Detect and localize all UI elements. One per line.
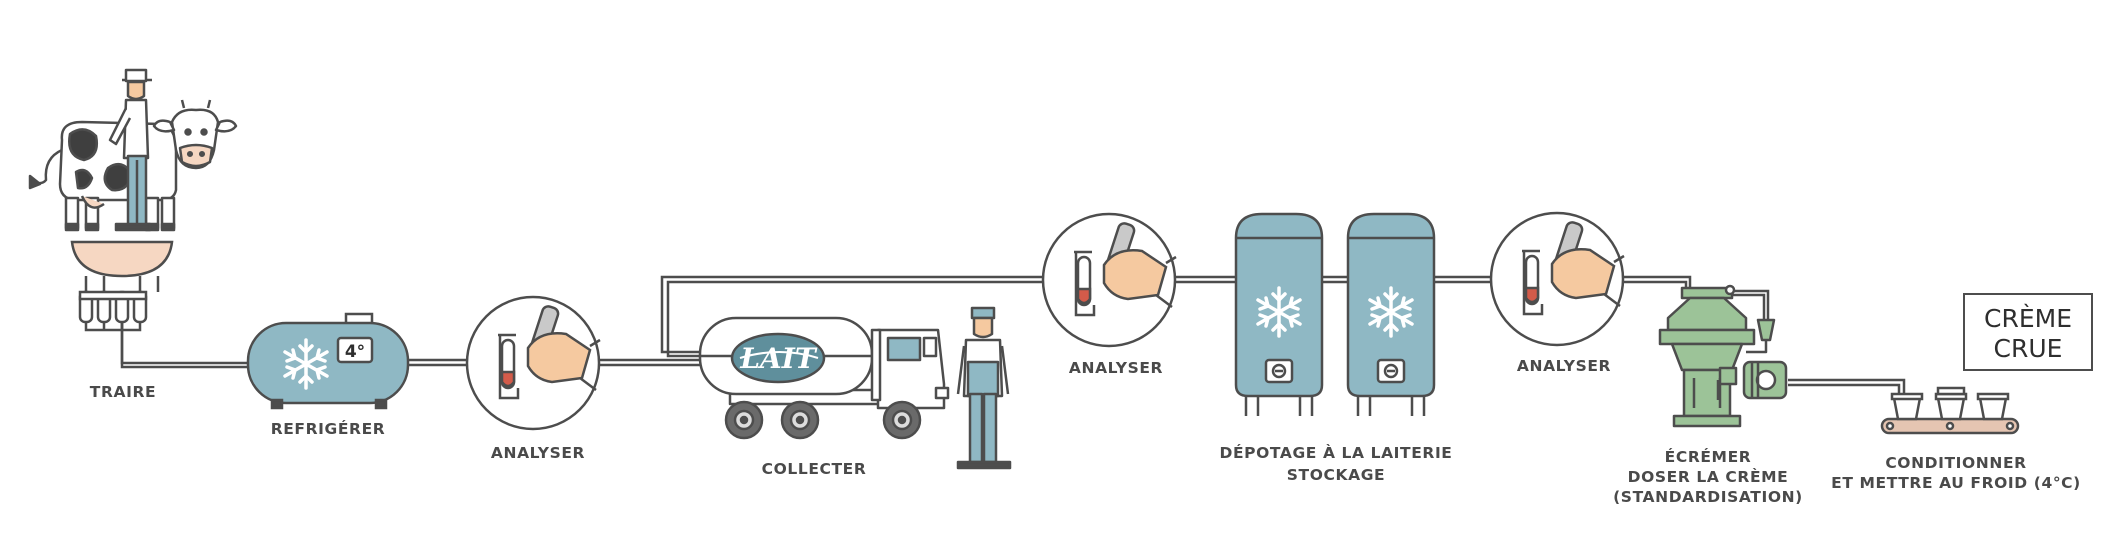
product-tag: CRÈME CRUE <box>1963 293 2093 371</box>
step-labels: TRAIRE REFRIGÉRER ANALYSER COLLECTER ANA… <box>90 357 2081 506</box>
label-doser: DOSER LA CRÈME <box>1628 467 1789 486</box>
analysis-station-2 <box>1041 212 1177 348</box>
hand-icon <box>526 305 601 391</box>
label-stockage: STOCKAGE <box>1287 466 1385 484</box>
truck-wheels <box>724 400 922 440</box>
hand-icon <box>1102 222 1177 308</box>
label-standardisation: (STANDARDISATION) <box>1613 488 1803 506</box>
analysis-station-3 <box>1489 211 1625 347</box>
hand-icon <box>1550 221 1625 307</box>
label-conditionner: CONDITIONNER <box>1885 454 2026 472</box>
test-tube-icon <box>498 333 520 400</box>
cream-cup-icon <box>1976 392 2010 421</box>
snowflake-icon <box>1368 286 1414 338</box>
cream-cup-icon <box>1934 386 1968 421</box>
cream-separator-icon <box>1658 284 1788 428</box>
label-ecremer: ÉCRÉMER <box>1665 447 1752 466</box>
label-analyser-2: ANALYSER <box>1069 359 1163 377</box>
milking-cluster-icon <box>70 240 174 332</box>
test-tube-icon <box>1522 249 1544 316</box>
cream-cup-icon <box>1890 392 1924 421</box>
snowflake-icon <box>283 338 329 390</box>
fridge-temperature: 4° <box>345 342 365 362</box>
analysis-station-1 <box>465 295 601 431</box>
driver-icon <box>956 306 1012 470</box>
label-collecter: COLLECTER <box>762 460 867 478</box>
conveyor-icon <box>1880 417 2020 435</box>
refrigerated-tank-icon: 4° <box>246 312 410 410</box>
snowflake-icon <box>1256 286 1302 338</box>
farmer-icon <box>108 68 152 232</box>
product-name-line-2: CRUE <box>1994 334 2063 363</box>
label-analyser-3: ANALYSER <box>1517 357 1611 375</box>
test-tube-icon <box>1074 250 1096 317</box>
label-analyser-1: ANALYSER <box>491 444 585 462</box>
pipes <box>120 275 1906 415</box>
truck-lait-label: LAIT <box>739 342 818 375</box>
label-mettre-au-froid: ET METTRE AU FROID (4°C) <box>1831 474 2081 492</box>
label-refrigerer: REFRIGÉRER <box>271 419 386 438</box>
product-name-line-1: CRÈME <box>1984 304 2072 333</box>
milk-truck-icon: LAIT <box>698 316 950 440</box>
label-traire: TRAIRE <box>90 383 156 401</box>
label-depotage: DÉPOTAGE À LA LAITERIE <box>1219 443 1452 462</box>
